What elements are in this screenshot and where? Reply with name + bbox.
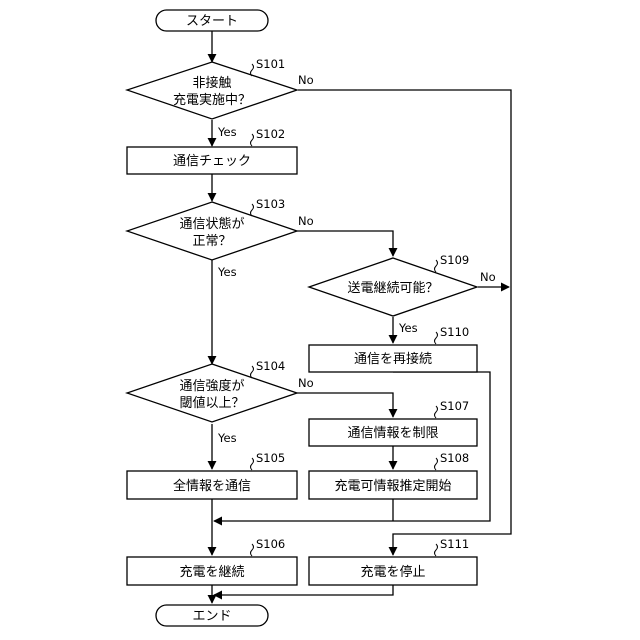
process-s110: 通信を再接続: [309, 345, 477, 372]
s102-label: 通信チェック: [173, 154, 251, 169]
start-label: スタート: [186, 14, 238, 29]
s105-label: 全情報を通信: [173, 478, 251, 494]
s108-step: S108: [440, 451, 469, 465]
s104-no-label: No: [298, 376, 314, 390]
s104-step: S104: [256, 359, 285, 373]
edge-s103-no-s109: [297, 231, 393, 256]
process-s107: 通信情報を制限: [309, 419, 477, 446]
edge-s111-end: [214, 585, 393, 595]
s105-step: S105: [256, 451, 285, 465]
process-s102: 通信チェック: [127, 147, 297, 174]
end-label: エンド: [192, 609, 231, 624]
s111-label: 充電を停止: [360, 564, 425, 580]
s109-step: S109: [440, 253, 469, 267]
s104-yes-label: Yes: [217, 431, 237, 445]
s103-no-label: No: [298, 214, 314, 228]
s103-step: S103: [256, 197, 285, 211]
connectors: [212, 31, 511, 603]
s111-step: S111: [440, 537, 469, 551]
s101-line2: 充電実施中？: [173, 92, 251, 108]
s104-line2: 閾値以上？: [179, 395, 244, 411]
s102-step: S102: [256, 127, 285, 141]
s103-line2: 正常？: [192, 234, 231, 249]
s108-label: 充電可情報推定開始: [334, 478, 451, 494]
s101-step: S101: [256, 57, 285, 71]
s101-line1: 非接触: [192, 75, 231, 91]
process-s106: 充電を継続: [127, 557, 297, 585]
s107-label: 通信情報を制限: [347, 426, 438, 441]
process-s111: 充電を停止: [309, 557, 477, 585]
s109-label: 送電継続可能？: [347, 281, 438, 296]
s101-yes-label: Yes: [217, 125, 237, 139]
s103-line1: 通信状態が: [179, 216, 244, 232]
s106-label: 充電を継続: [179, 564, 244, 580]
s109-yes-label: Yes: [398, 321, 418, 335]
s103-yes-label: Yes: [217, 265, 237, 279]
s106-step: S106: [256, 537, 285, 551]
s109-no-label: No: [480, 270, 496, 284]
s101-no-label: No: [298, 73, 314, 87]
s104-line1: 通信強度が: [179, 378, 244, 394]
process-s108: 充電可情報推定開始: [309, 471, 477, 499]
s110-label: 通信を再接続: [354, 351, 432, 367]
s107-step: S107: [440, 399, 469, 413]
end-terminal: エンド: [156, 605, 268, 626]
start-terminal: スタート: [156, 10, 268, 31]
process-s105: 全情報を通信: [127, 471, 297, 499]
s110-step: S110: [440, 325, 469, 339]
edge-s104-no-s107: [297, 393, 393, 417]
